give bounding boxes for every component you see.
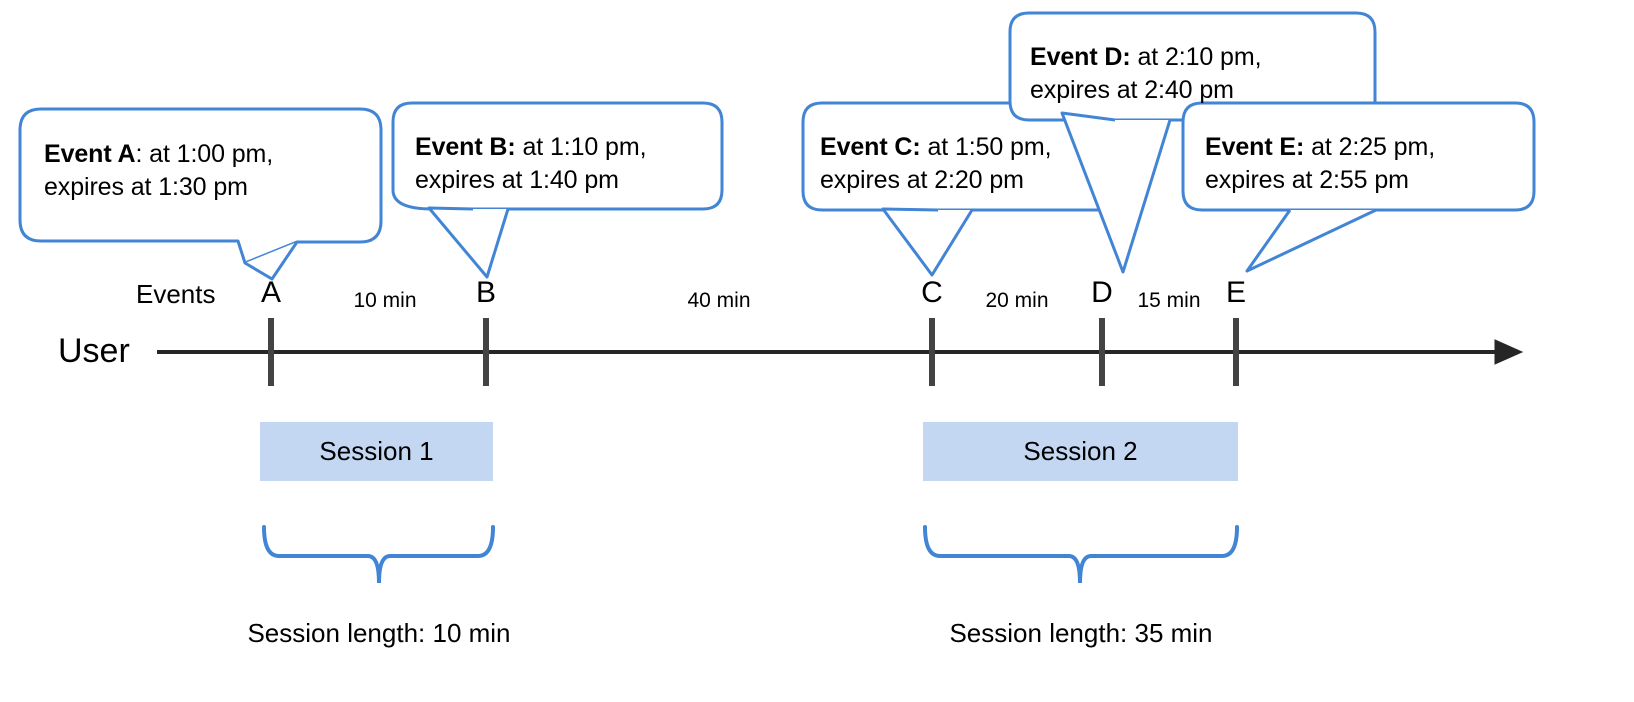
callout-event-e-tail	[1245, 208, 1377, 273]
callout-event-a-text: Event A: at 1:00 pm, expires at 1:30 pm	[44, 138, 374, 204]
events-row-label: Events	[136, 279, 216, 309]
callout-event-b-line1: at 1:10 pm,	[515, 133, 647, 161]
callout-event-c-tail	[881, 207, 974, 277]
session-1-brace	[262, 525, 495, 584]
session-box-2-label: Session 2	[1023, 436, 1138, 466]
callout-event-a-line1: at 1:00 pm,	[142, 140, 274, 168]
callout-event-e-line2: expires at 2:55 pm	[1205, 166, 1409, 194]
session-box-1-label: Session 1	[319, 436, 434, 466]
session-box-2: Session 2	[923, 422, 1238, 481]
session-box-1: Session 1	[260, 422, 493, 481]
callout-event-e-name: Event E:	[1205, 133, 1305, 161]
callout-event-a-name: Event A	[44, 140, 136, 168]
callout-event-a	[18, 107, 383, 281]
tick-label-e: E	[1225, 276, 1246, 309]
tick-label-b: B	[475, 276, 496, 309]
timeline-axis	[157, 339, 1524, 365]
callout-event-a-bubble	[18, 107, 383, 265]
callout-event-a-line2: expires at 1:30 pm	[44, 173, 248, 201]
callout-event-d	[1008, 11, 1377, 274]
callout-event-e-bubble	[1181, 101, 1536, 212]
callout-event-d-line2: expires at 2:40 pm	[1030, 76, 1234, 104]
tick-label-c: C	[921, 276, 943, 309]
timeline-ticks	[268, 318, 1239, 386]
callout-event-d-name: Event D:	[1030, 43, 1131, 71]
interval-label-b-c: 40 min	[687, 289, 751, 312]
session-2-brace	[923, 525, 1239, 584]
callout-event-a-colon: :	[135, 140, 143, 168]
callout-event-e	[1181, 101, 1536, 273]
callout-event-c-name: Event C:	[820, 133, 921, 161]
callout-event-b-tail	[427, 206, 510, 279]
actor-label-user: User	[58, 332, 130, 370]
callout-event-b-bubble	[391, 101, 724, 211]
tick-label-d: D	[1091, 276, 1113, 309]
callout-event-b-line2: expires at 1:40 pm	[415, 166, 619, 194]
callout-event-b-text: Event B: at 1:10 pm, expires at 1:40 pm	[415, 131, 715, 197]
callout-event-b	[391, 101, 724, 279]
session-2-length-label: Session length: 35 min	[949, 618, 1213, 648]
callout-event-c-line1: at 1:50 pm,	[920, 133, 1052, 161]
callout-event-d-bubble	[1008, 11, 1377, 122]
interval-label-d-e: 15 min	[1137, 289, 1201, 312]
callout-event-e-line1: at 2:25 pm,	[1304, 133, 1436, 161]
callout-event-c-line2: expires at 2:20 pm	[820, 166, 1024, 194]
session-1-length-label: Session length: 10 min	[247, 618, 511, 648]
callout-event-c	[801, 101, 1138, 277]
callout-event-d-tail	[1060, 111, 1172, 274]
interval-label-c-d: 20 min	[985, 289, 1049, 312]
callout-event-d-line1: at 2:10 pm,	[1130, 43, 1262, 71]
callout-event-b-name: Event B:	[415, 133, 516, 161]
callout-event-d-text: Event D: at 2:10 pm, expires at 2:40 pm	[1030, 41, 1360, 107]
callout-event-c-text: Event C: at 1:50 pm, expires at 2:20 pm	[820, 131, 1125, 197]
timeline-arrow-icon	[1494, 339, 1524, 365]
callout-event-e-text: Event E: at 2:25 pm, expires at 2:55 pm	[1205, 131, 1525, 197]
interval-label-a-b: 10 min	[353, 289, 417, 312]
tick-label-a: A	[260, 276, 281, 309]
callout-event-a-tail	[244, 241, 299, 281]
